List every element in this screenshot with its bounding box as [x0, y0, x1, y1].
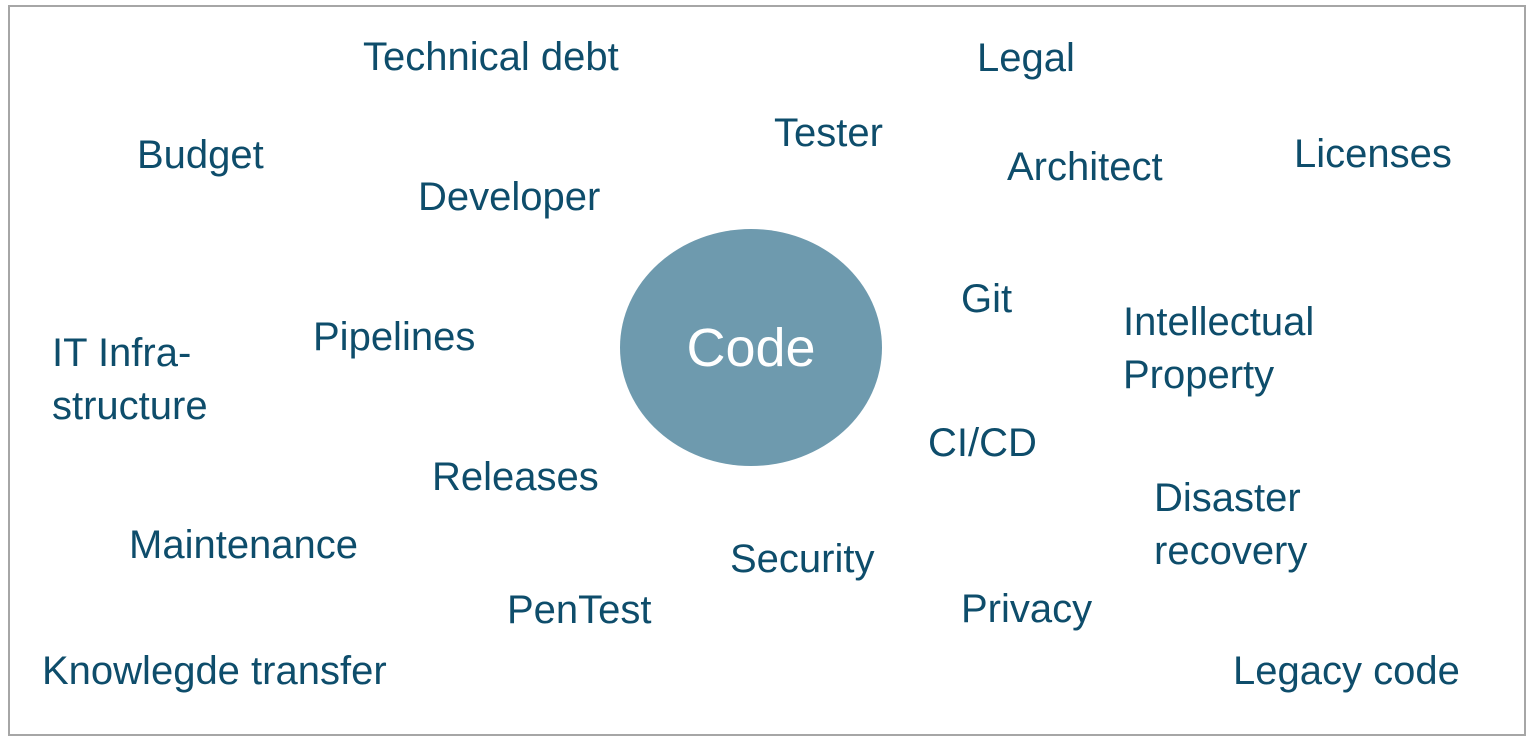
term-technical-debt: Technical debt: [363, 35, 619, 79]
term-security: Security: [730, 537, 875, 581]
term-knowledge-transfer: Knowlegde transfer: [42, 649, 387, 693]
center-node: Code: [620, 229, 882, 466]
diagram-frame: [8, 5, 1526, 736]
term-pipelines: Pipelines: [313, 315, 476, 359]
term-it-infrastructure-line-1: IT Infra-: [52, 331, 192, 375]
center-node-label: Code: [686, 317, 816, 378]
term-intellectual-property-line-1: Intellectual: [1123, 300, 1315, 344]
term-ci-cd: CI/CD: [928, 421, 1037, 465]
term-it-infrastructure-line-2: structure: [52, 384, 208, 428]
term-it-infrastructure: IT Infra- structure: [52, 327, 208, 433]
term-git: Git: [961, 277, 1013, 321]
term-intellectual-property: Intellectual Property: [1123, 296, 1314, 402]
term-privacy: Privacy: [961, 587, 1093, 631]
term-releases: Releases: [432, 455, 599, 499]
term-licenses: Licenses: [1294, 132, 1452, 176]
term-architect: Architect: [1007, 145, 1163, 189]
term-pentest: PenTest: [507, 588, 652, 632]
term-developer: Developer: [418, 175, 601, 219]
term-budget: Budget: [137, 133, 264, 177]
term-disaster-recovery-line-1: Disaster: [1154, 476, 1301, 520]
term-legal: Legal: [977, 36, 1075, 80]
term-maintenance: Maintenance: [129, 523, 359, 567]
term-intellectual-property-line-2: Property: [1123, 353, 1275, 397]
term-legacy-code: Legacy code: [1233, 649, 1460, 693]
term-tester: Tester: [774, 111, 883, 155]
term-disaster-recovery: Disaster recovery: [1154, 472, 1307, 578]
term-disaster-recovery-line-2: recovery: [1154, 529, 1308, 573]
